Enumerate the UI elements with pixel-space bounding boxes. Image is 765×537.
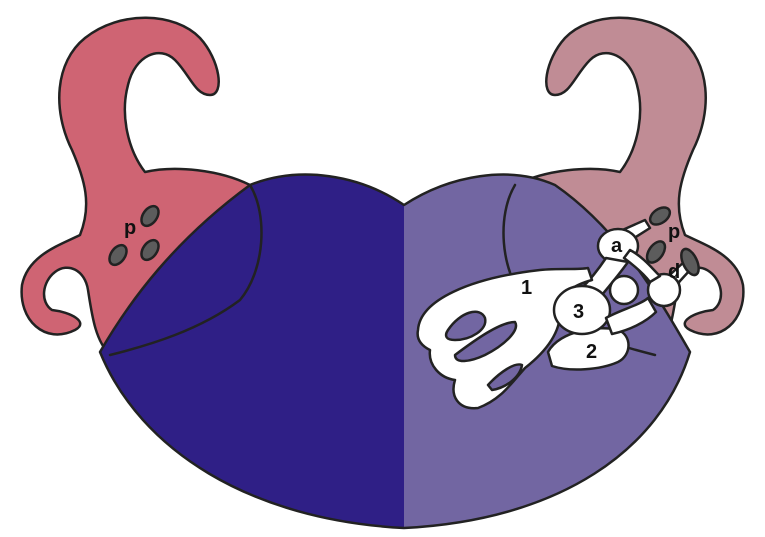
label-2: 2	[586, 341, 597, 363]
label-a: a	[611, 235, 623, 257]
label-1: 1	[521, 277, 532, 299]
right-label-p: p	[668, 221, 680, 243]
left-label-p: p	[124, 217, 136, 239]
chamber-link-1	[610, 276, 638, 304]
label-d: d	[668, 261, 680, 283]
label-3: 3	[573, 301, 584, 323]
